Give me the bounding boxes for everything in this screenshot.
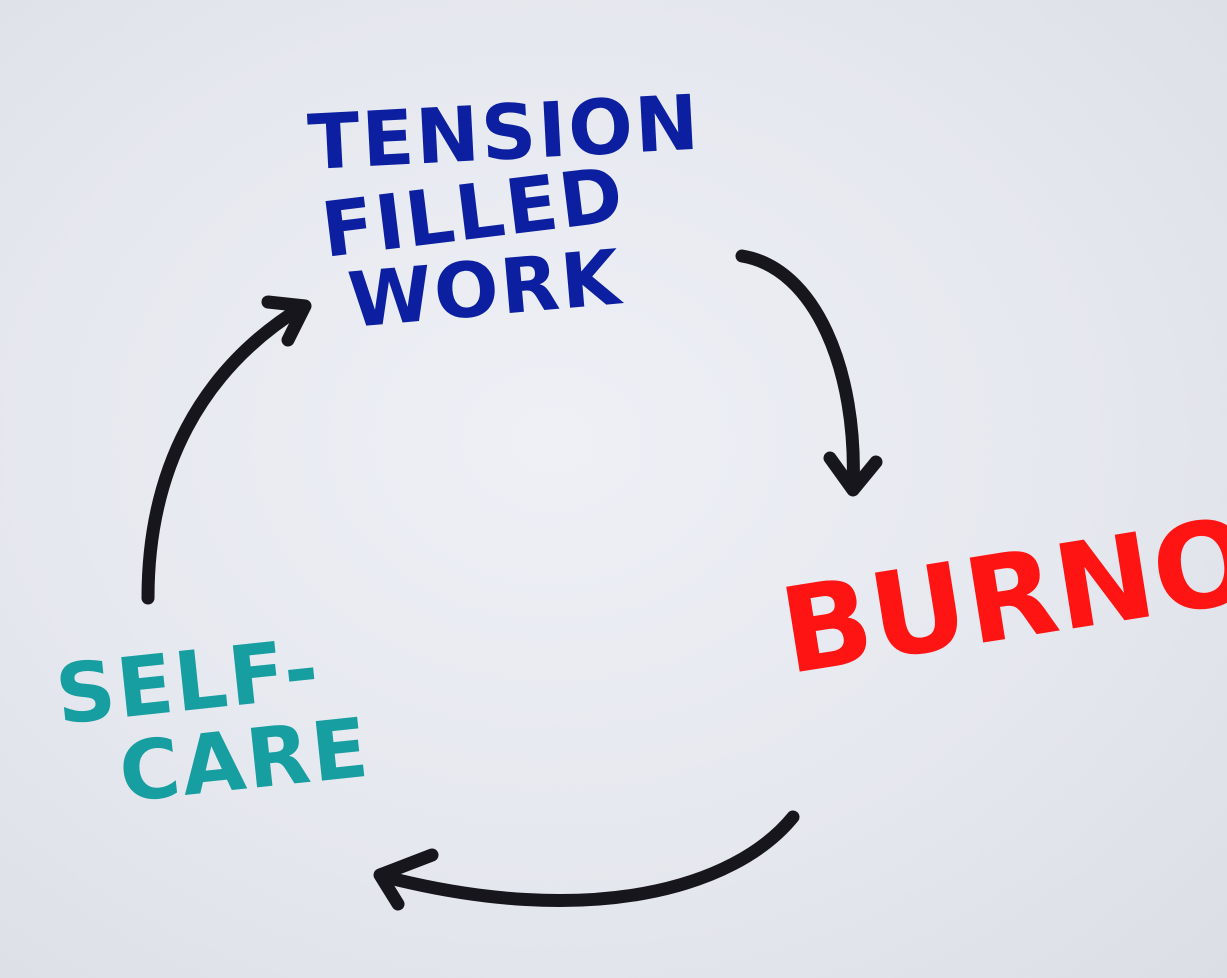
node-tension-filled-work: Tension Filled Work: [306, 78, 703, 345]
arrow-tension-to-burnout: [735, 249, 883, 497]
node-self-care: Self- Care: [51, 621, 374, 822]
arrow-burnout-to-selfcare: [373, 810, 800, 911]
arrow-selfcare-to-tension: [141, 295, 312, 605]
